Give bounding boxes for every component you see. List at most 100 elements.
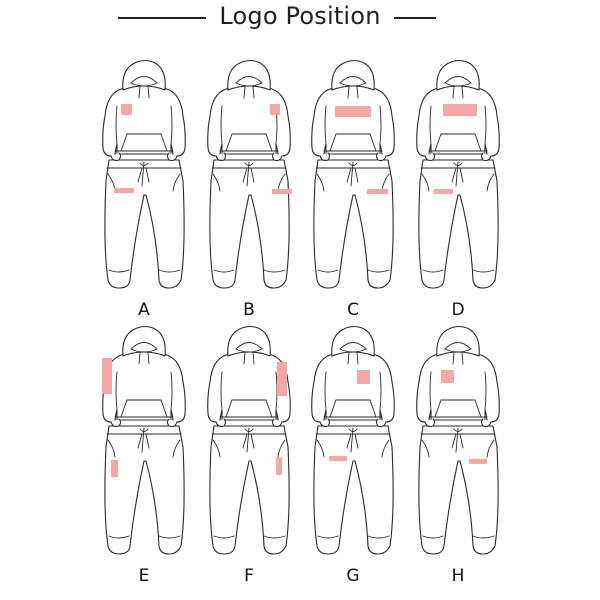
variant-b: B — [190, 56, 308, 326]
logo-placement-marker — [277, 362, 287, 396]
hood-drawstring — [138, 85, 150, 99]
hood-drawstring — [347, 351, 359, 365]
sleeve-seam-line — [324, 105, 382, 145]
hood-opening — [444, 342, 472, 353]
hand-left — [110, 152, 122, 162]
variant-label: H — [451, 566, 465, 586]
pants-outline — [313, 159, 394, 289]
hand-right — [166, 152, 178, 162]
hand-right — [480, 418, 492, 428]
variant-e: E — [85, 322, 203, 592]
pocket-line — [107, 439, 181, 458]
sleeve-seam-line — [115, 105, 173, 145]
cuff-line — [108, 535, 181, 539]
logo-placement-marker — [270, 104, 280, 115]
pocket-line — [421, 439, 495, 458]
variant-h: H — [399, 322, 517, 592]
pocket-line — [212, 439, 286, 458]
logo-placement-marker — [121, 104, 132, 115]
hood-drawstring — [138, 351, 150, 365]
pants-outline — [418, 159, 499, 289]
header: Logo Position — [0, 0, 600, 36]
tracksuit-drawing — [416, 59, 500, 289]
variant-f: F — [190, 322, 308, 592]
tracksuit-drawing — [311, 325, 395, 555]
hoodie-outline — [416, 350, 500, 423]
cuff-line — [422, 535, 495, 539]
logo-placement-marker — [102, 358, 112, 394]
tracksuit-drawing — [102, 59, 186, 289]
hand-left — [319, 418, 331, 428]
pocket-line — [316, 439, 390, 458]
hood-drawstring — [243, 85, 255, 99]
hood-opening — [339, 342, 367, 353]
hand-left — [319, 152, 331, 162]
tracksuit-drawing — [102, 325, 186, 555]
variant-label: C — [347, 300, 359, 320]
hoodie-outline — [416, 84, 500, 157]
logo-placement-marker — [443, 104, 477, 116]
logo-placement-marker — [367, 189, 388, 194]
hand-right — [480, 152, 492, 162]
logo-placement-marker — [329, 456, 347, 461]
drawstring-line — [451, 427, 464, 453]
hand-right — [375, 418, 387, 428]
hoodie-outline — [102, 84, 186, 157]
variant-g: G — [294, 322, 412, 592]
hoodie-outline — [207, 84, 291, 157]
variant-a: A — [85, 56, 203, 326]
drawstring-line — [451, 161, 464, 187]
hand-left — [215, 152, 227, 162]
logo-placement-marker — [111, 460, 118, 477]
cuff-line — [317, 269, 390, 273]
sleeve-seam-line — [429, 105, 487, 145]
variant-label: B — [243, 300, 255, 320]
pants-outline — [209, 159, 290, 289]
drawstring-line — [346, 427, 359, 453]
page-title: Logo Position — [219, 2, 381, 30]
tracksuit-drawing — [207, 59, 292, 289]
pants-outline — [418, 425, 499, 555]
hood-opening — [444, 76, 472, 87]
hood-drawstring — [243, 351, 255, 365]
logo-placement-marker — [114, 188, 134, 193]
hand-right — [375, 152, 387, 162]
pants-outline — [104, 425, 185, 555]
logo-placement-marker — [276, 457, 282, 475]
title-rule-right — [394, 17, 436, 19]
logo-placement-marker — [272, 189, 292, 194]
cuff-line — [422, 269, 495, 273]
logo-placement-marker — [441, 370, 454, 383]
hand-left — [424, 418, 436, 428]
cuff-line — [317, 535, 390, 539]
hand-left — [424, 152, 436, 162]
drawstring-line — [137, 427, 150, 453]
sleeve-seam-line — [429, 371, 487, 411]
pants-outline — [313, 425, 394, 555]
variant-label: D — [451, 300, 465, 320]
drawstring-line — [346, 161, 359, 187]
cuff-line — [108, 269, 181, 273]
variant-c: C — [294, 56, 412, 326]
hood-drawstring — [347, 85, 359, 99]
hood-opening — [339, 76, 367, 87]
hoodie-outline — [102, 350, 186, 423]
tracksuit-drawing — [207, 325, 291, 555]
hood-opening — [235, 76, 263, 87]
variant-label: F — [244, 566, 254, 586]
hood-opening — [235, 342, 263, 353]
hood-opening — [130, 342, 158, 353]
logo-placement-marker — [469, 459, 487, 464]
drawstring-line — [242, 427, 255, 453]
tracksuit-drawing — [416, 325, 500, 555]
drawstring-line — [137, 161, 150, 187]
tracksuit-drawing — [311, 59, 395, 289]
pants-outline — [104, 159, 185, 289]
logo-placement-marker — [335, 106, 371, 117]
hoodie-outline — [311, 350, 395, 423]
hoodie-outline — [311, 84, 395, 157]
variant-label: E — [138, 566, 150, 586]
logo-placement-marker — [434, 189, 453, 194]
cuff-line — [213, 535, 286, 539]
